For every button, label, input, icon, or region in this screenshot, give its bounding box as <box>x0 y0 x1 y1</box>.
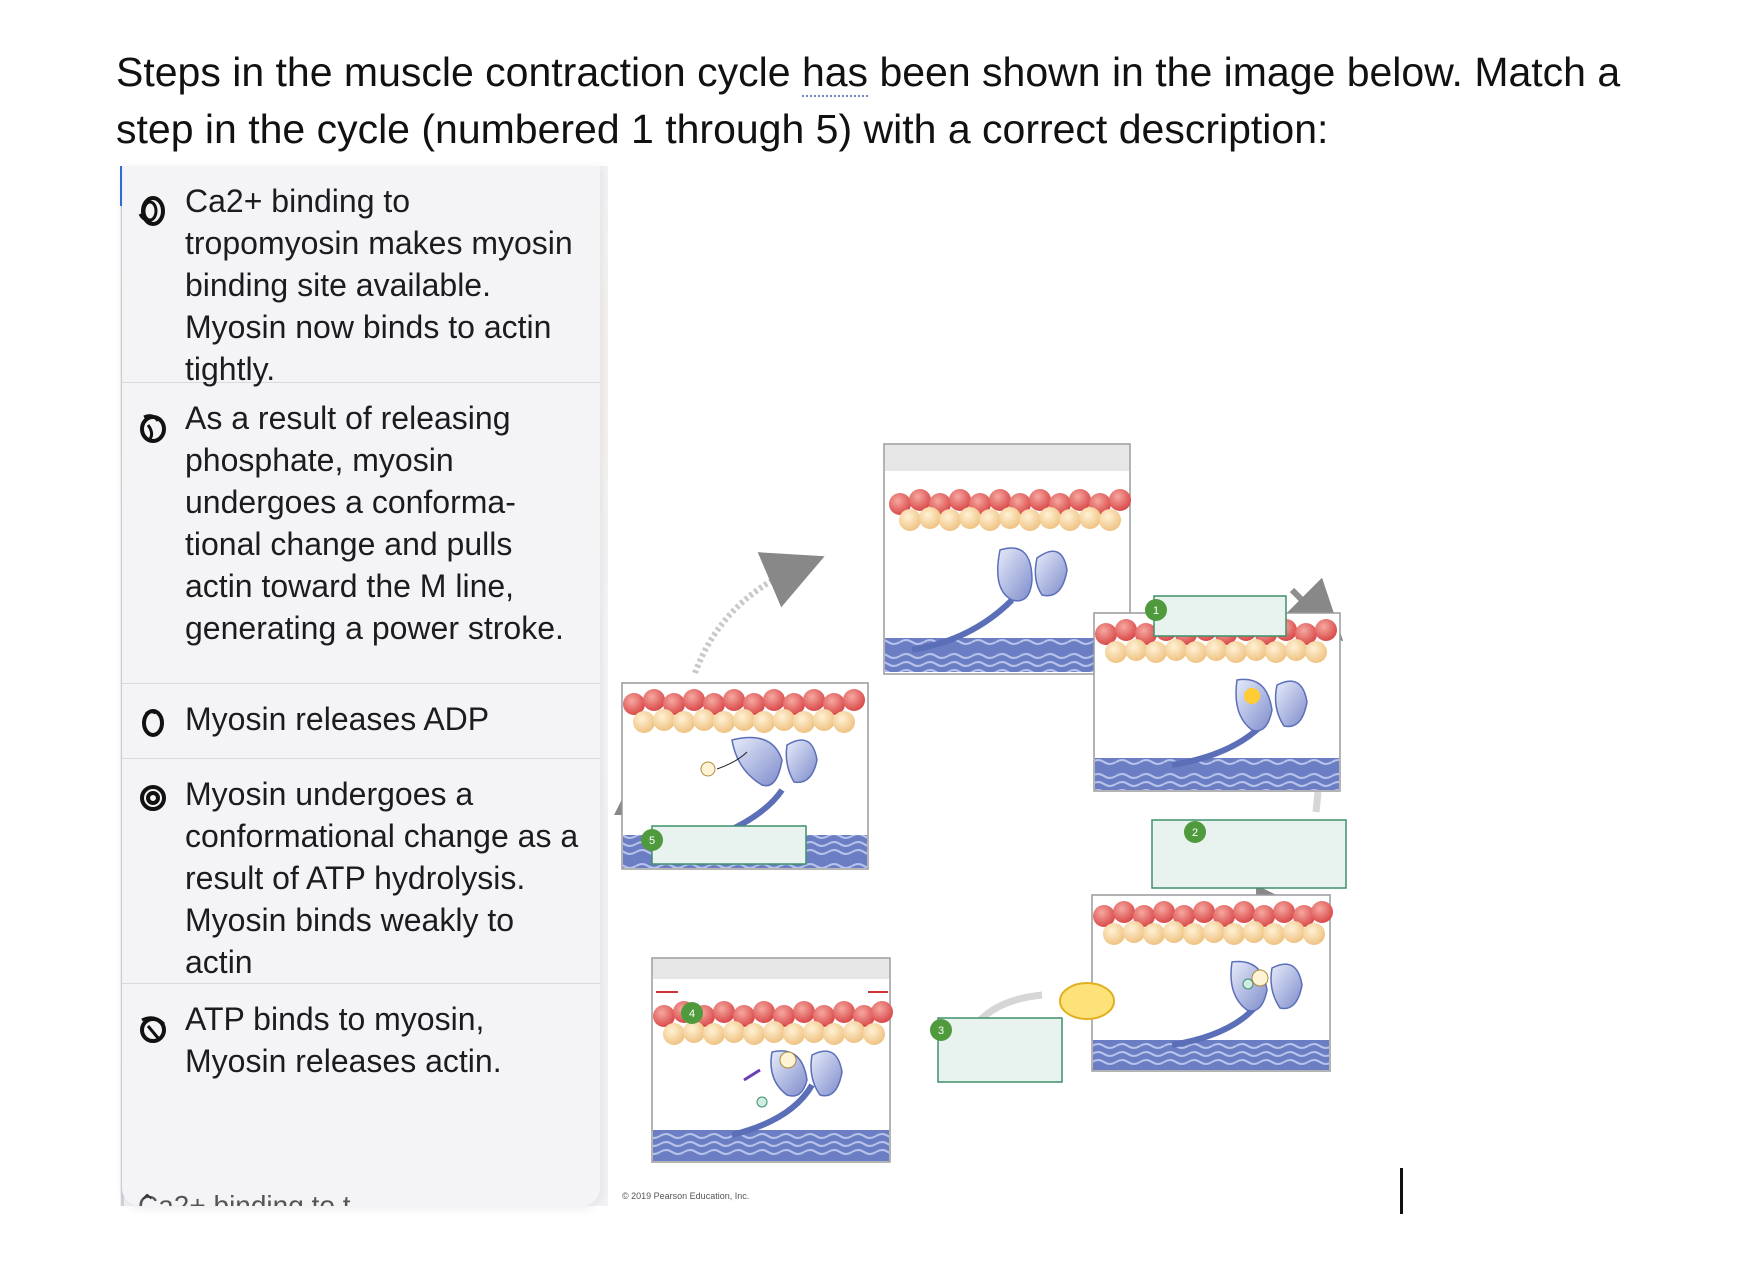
step-number-5: 5 <box>649 835 655 847</box>
text-cursor <box>1400 1168 1403 1214</box>
question-highlight-word: has <box>801 49 869 97</box>
scribble-icon <box>142 709 164 737</box>
step-number-1: 1 <box>1153 605 1159 617</box>
option-label-2: As a result of releasing phosphate, myos… <box>185 400 564 646</box>
cycle-panel-top <box>883 443 1131 675</box>
phosphate-oval-icon <box>1059 982 1115 1020</box>
option-label-4: Myosin undergoes a conformational change… <box>185 776 579 980</box>
option-label-3: Myosin releases ADP <box>185 701 490 737</box>
option-label-partial: Ca2+ binding to t <box>138 1190 351 1206</box>
step-badge-5: 5 <box>641 829 663 851</box>
step-badge-2: 2 <box>1184 821 1206 843</box>
selection-handle-top[interactable] <box>120 166 123 206</box>
scribble-icon <box>140 414 166 443</box>
contraction-cycle-figure: 1 2 3 4 5 <box>614 443 1347 1163</box>
cycle-panel-right-bottom <box>1091 894 1333 1072</box>
step-number-2: 2 <box>1192 827 1198 839</box>
cycle-panel-bottom-left <box>651 957 893 1163</box>
answer-options-popover: Ca2+ binding to tropomyosin makes myosin… <box>122 166 600 1206</box>
option-item-4[interactable]: Myosin undergoes a conformational change… <box>122 759 600 984</box>
option-item-5[interactable]: ATP binds to myosin, Myosin releases act… <box>122 984 600 1180</box>
step-badge-3: 3 <box>930 1019 952 1041</box>
option-label-5: ATP binds to myosin, Myosin releases act… <box>185 1001 502 1079</box>
option-item-3[interactable]: Myosin releases ADP <box>122 684 600 759</box>
step-number-3: 3 <box>938 1025 944 1037</box>
step-number-4: 4 <box>689 1008 695 1020</box>
answer-box-1[interactable] <box>1153 595 1287 637</box>
scribble-icon <box>138 196 165 226</box>
answer-box-2[interactable] <box>1151 819 1347 889</box>
scribble-icon <box>140 785 166 811</box>
figure-copyright: © 2019 Pearson Education, Inc. <box>622 1191 750 1201</box>
step-badge-4: 4 <box>681 1002 703 1024</box>
question-part1: Steps in the muscle contraction cycle <box>116 49 802 95</box>
question-text: Steps in the muscle contraction cycle ha… <box>116 44 1676 158</box>
cycle-panel-right-top <box>1093 612 1341 792</box>
answer-box-3[interactable] <box>937 1017 1063 1083</box>
scribble-icon <box>140 1016 166 1043</box>
step-badge-1: 1 <box>1145 599 1167 621</box>
answer-box-5[interactable] <box>651 825 807 865</box>
question-part2: been shown in the image below. Match a s… <box>116 49 1621 152</box>
chevron-up-icon[interactable]: ⌃ <box>138 1190 157 1206</box>
option-item-partial[interactable]: Ca2+ binding to t ⌃ <box>122 1180 600 1206</box>
option-item-1[interactable]: Ca2+ binding to tropomyosin makes myosin… <box>122 166 600 387</box>
option-label-1: Ca2+ binding to tropomyosin makes myosin… <box>185 183 573 387</box>
option-item-2[interactable]: As a result of releasing phosphate, myos… <box>122 383 600 684</box>
